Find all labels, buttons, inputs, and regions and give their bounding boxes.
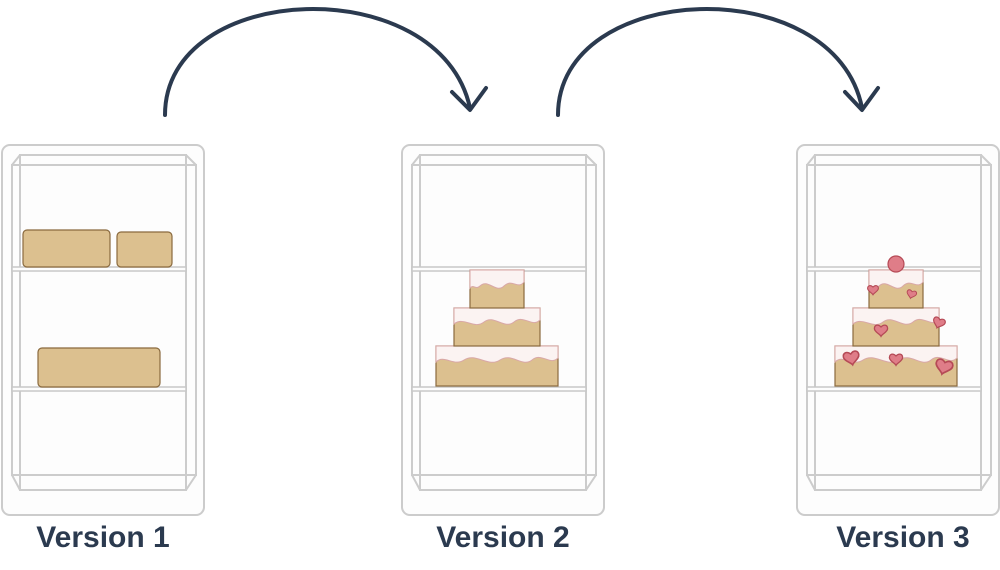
shelf-bottom xyxy=(806,386,982,392)
cake-layer xyxy=(22,229,111,268)
cabinet-version-1 xyxy=(1,144,205,516)
arrowhead-1 xyxy=(450,86,488,112)
cake-layer xyxy=(116,231,173,268)
version-3-label: Version 3 xyxy=(836,521,970,554)
arrow-1-to-2 xyxy=(163,7,472,117)
shelf-bottom xyxy=(411,386,587,392)
cherry-icon xyxy=(887,255,905,273)
arrow-2-to-3 xyxy=(556,7,864,117)
decorated-cake xyxy=(834,255,958,387)
cake-layer xyxy=(37,347,161,388)
arrowhead-2 xyxy=(843,86,880,112)
cabinet-version-3 xyxy=(796,144,1000,516)
version-2-label: Version 2 xyxy=(436,521,570,554)
version-1-label: Version 1 xyxy=(36,521,170,554)
cabinet-version-2 xyxy=(401,144,605,516)
tiered-cake xyxy=(435,269,559,387)
